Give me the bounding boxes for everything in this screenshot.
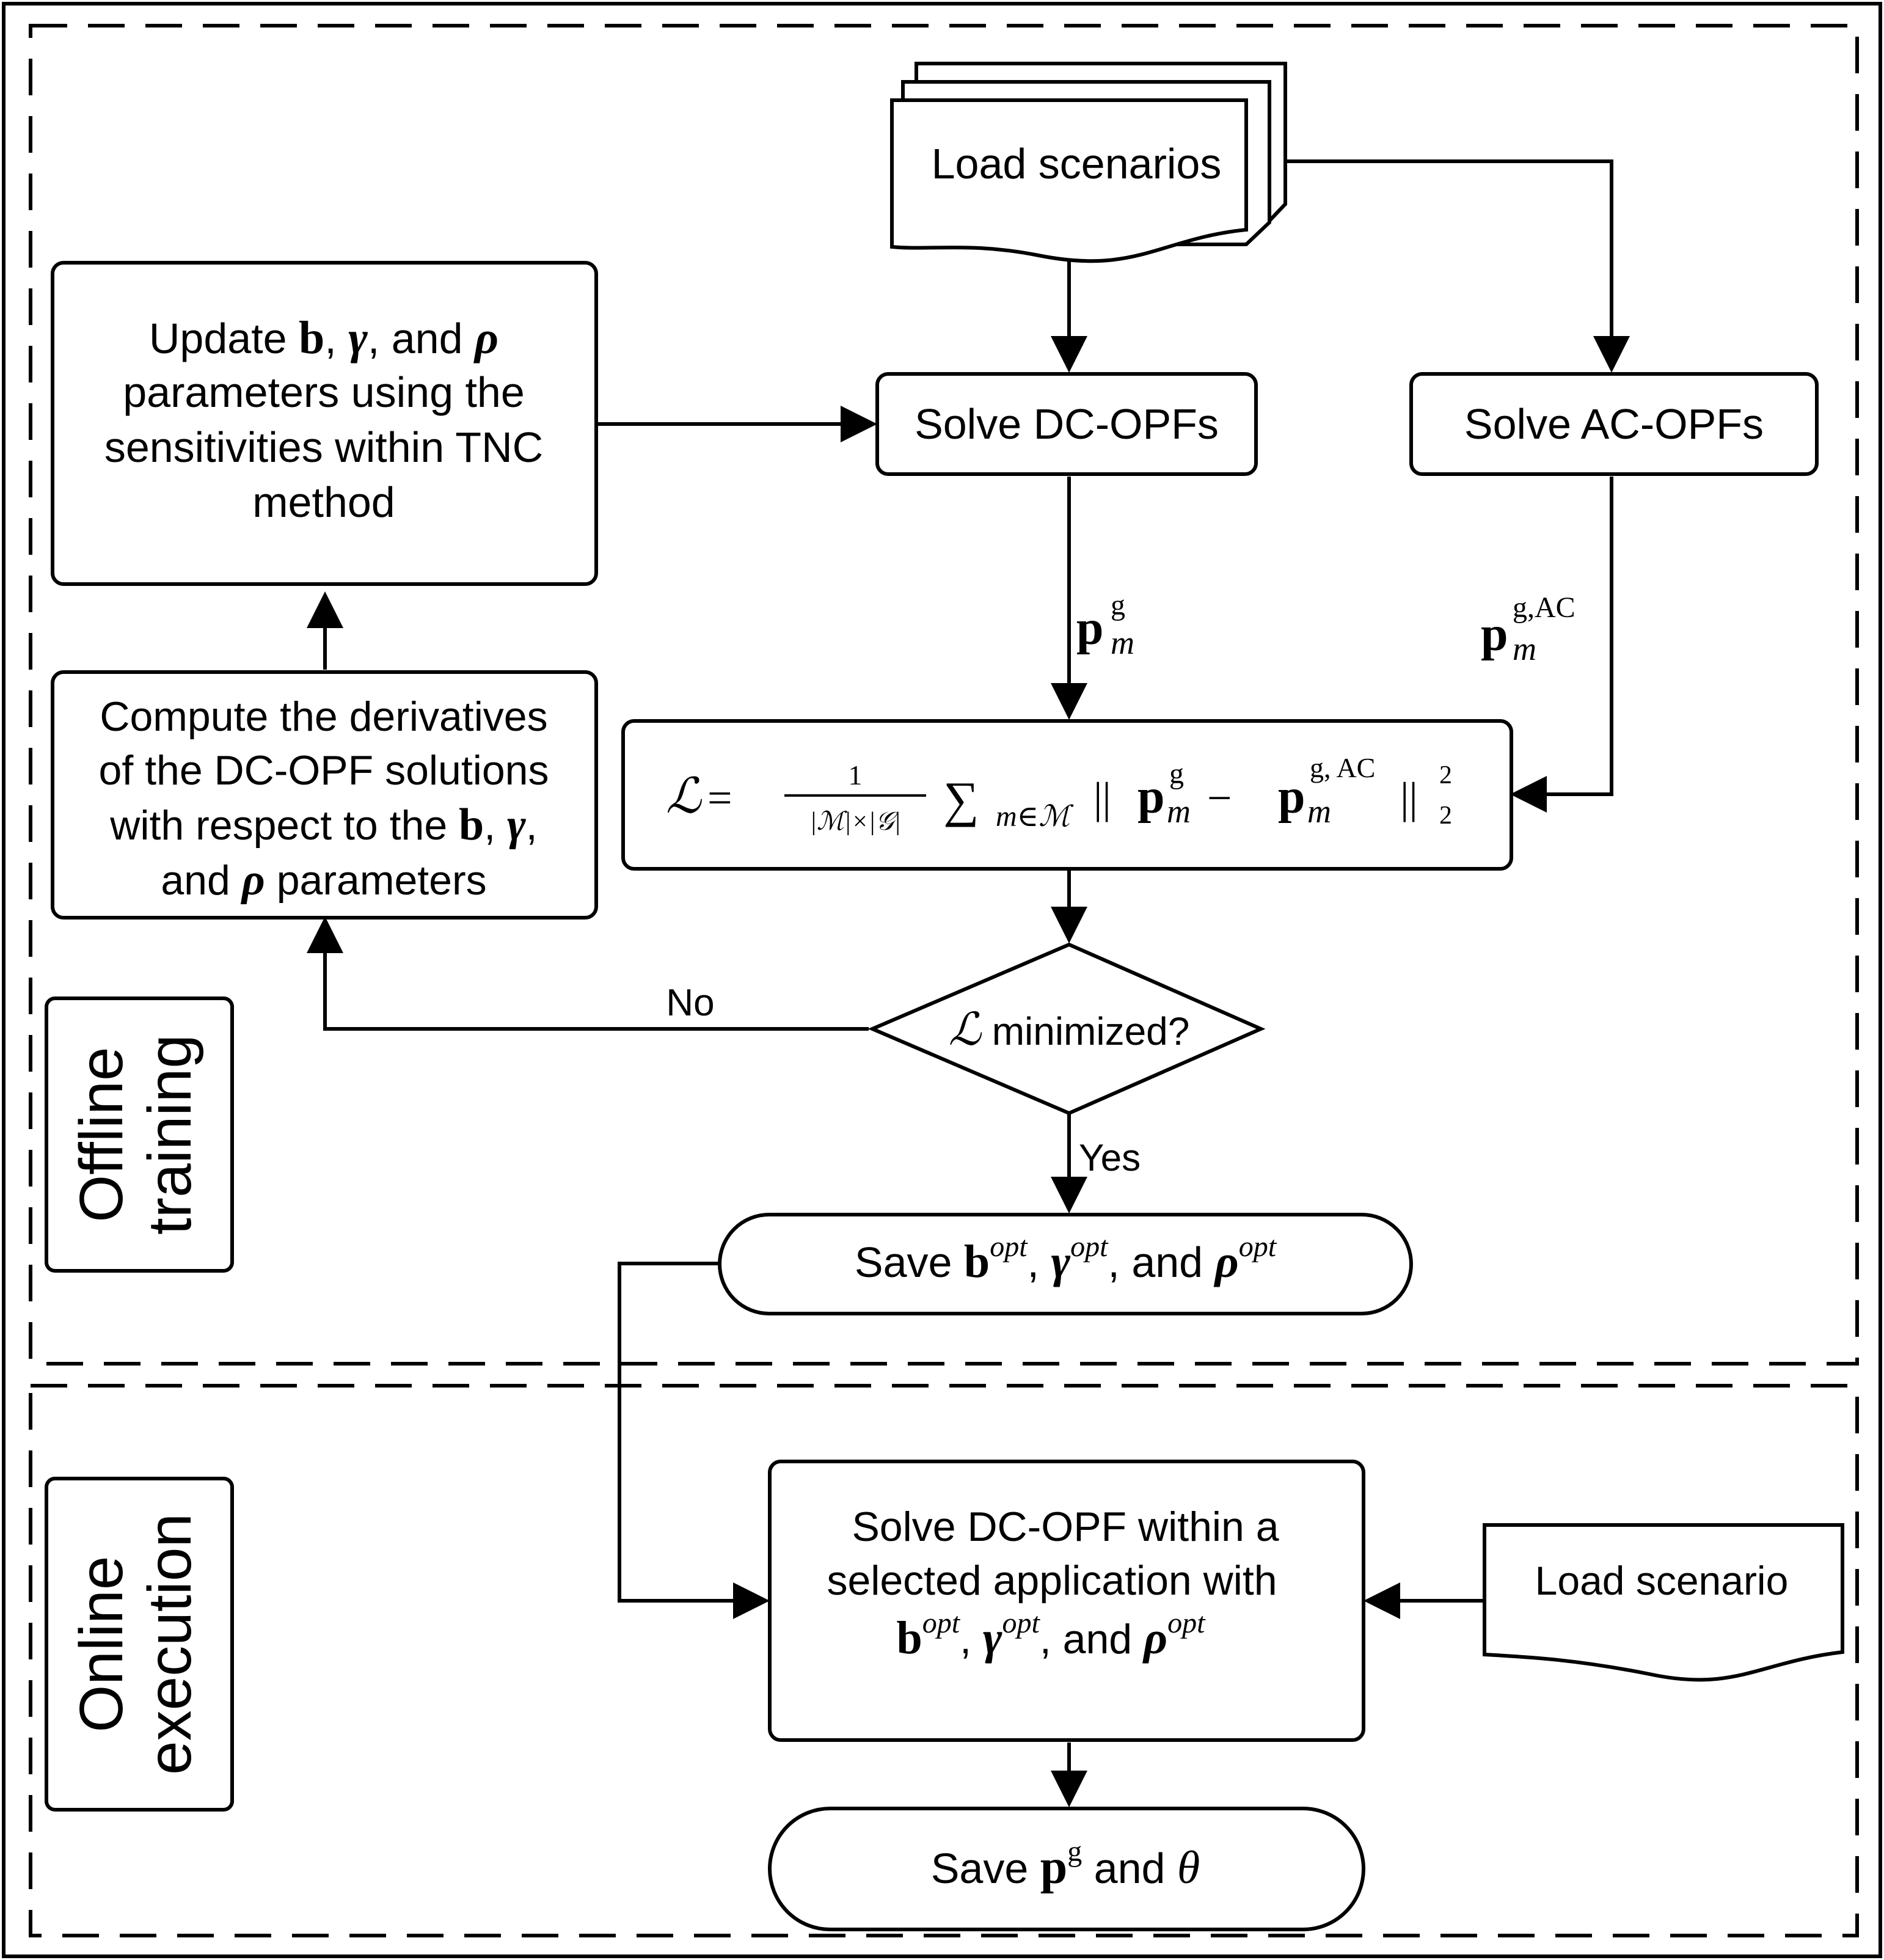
solve-ac-opfs-label: Solve AC-OPFs	[1464, 400, 1764, 448]
edge-label-no: No	[666, 982, 714, 1024]
edge-label-yes: Yes	[1079, 1137, 1141, 1179]
loss-norm-sup: 2	[1439, 761, 1452, 789]
svg-text:m: m	[1111, 624, 1134, 661]
loss-sum-index: m∈ℳ	[996, 800, 1074, 833]
online-label-line2: execution	[136, 1513, 204, 1775]
loss-norm-close: ||	[1400, 773, 1418, 822]
loss-equals: =	[707, 773, 732, 822]
compute-derivatives-box	[51, 670, 598, 920]
loss-function-box	[621, 719, 1513, 871]
solve-online-line2: selected application with	[827, 1557, 1277, 1604]
dc-output-label: p g m	[1076, 589, 1134, 661]
loss-p-ac-sup: g, AC	[1310, 752, 1375, 783]
ac-output-label: p g,AC m	[1481, 591, 1575, 667]
svg-text:p: p	[1076, 601, 1104, 655]
offline-label: Offline training	[67, 1034, 204, 1235]
update-params-line4: method	[252, 478, 395, 526]
loss-sum: ∑	[943, 772, 979, 827]
load-scenario-node: Load scenario	[1483, 1523, 1844, 1682]
solve-dc-opfs-label: Solve DC-OPFs	[915, 400, 1219, 448]
load-scenarios-label: Load scenarios	[932, 140, 1222, 188]
svg-text:p: p	[1481, 607, 1508, 661]
update-params-box	[51, 261, 598, 586]
online-label: Online execution	[67, 1513, 204, 1775]
save-results-terminal	[768, 1807, 1365, 1931]
save-params-terminal	[718, 1213, 1413, 1315]
offline-label-line1: Offline	[67, 1047, 136, 1222]
offline-region	[29, 24, 1859, 1366]
loss-frac-denominator: |ℳ|×|𝒢|	[809, 808, 900, 836]
edge-load-to-ac	[1285, 159, 1630, 373]
load-scenario-label: Load scenario	[1535, 1558, 1789, 1603]
offline-label-line2: training	[136, 1034, 204, 1235]
compute-derivatives-line2: of the DC-OPF solutions	[99, 747, 549, 794]
loss-frac-numerator: 1	[849, 759, 863, 791]
decision-label: ℒ minimized?	[949, 1005, 1190, 1055]
loss-p-dc-sub: m	[1167, 793, 1191, 830]
loss-p-dc-sup: g	[1169, 758, 1184, 790]
loss-p-ac: p	[1278, 770, 1305, 824]
svg-text:g: g	[1111, 589, 1125, 621]
edge-decision-no	[307, 916, 869, 1031]
online-region	[29, 1384, 1859, 1937]
update-params-line1: Update b, γ, and ρ	[149, 312, 498, 364]
online-label-line1: Online	[67, 1556, 136, 1732]
loss-symbol: ℒ	[666, 770, 702, 824]
svg-text:m: m	[1513, 631, 1536, 667]
save-results-label: Save pg and θ	[931, 1835, 1200, 1894]
edge-ac-to-loss	[1510, 477, 1613, 813]
solve-dc-opfs-box	[875, 372, 1258, 476]
compute-derivatives-line3: with respect to the b, γ,	[109, 800, 537, 850]
compute-derivatives-line1: Compute the derivatives	[100, 693, 547, 740]
loss-minus: −	[1207, 773, 1232, 822]
update-params-line3: sensitivities within TNC	[104, 423, 543, 471]
solve-online-line1: Solve DC-OPF within a	[852, 1504, 1279, 1550]
decision-diamond	[867, 942, 1266, 1116]
online-label-box	[45, 1477, 234, 1812]
loss-norm-sub: 2	[1439, 802, 1452, 830]
load-scenarios-node: Load scenarios	[890, 62, 1287, 263]
loss-p-dc: p	[1137, 770, 1165, 824]
loss-norm-open: ||	[1094, 773, 1111, 822]
save-params-label: Save bopt, γopt, and ρopt	[855, 1230, 1277, 1287]
loss-formula: ℒ = 1 |ℳ|×|𝒢| ∑ m∈ℳ || p g m − p g, AC m…	[666, 752, 1452, 836]
loss-p-ac-sub: m	[1307, 793, 1331, 830]
solve-ac-opfs-box	[1409, 372, 1819, 476]
edge-save-to-online	[618, 1262, 770, 1619]
svg-text:g,AC: g,AC	[1513, 591, 1575, 624]
update-params-line2: parameters using the	[123, 368, 525, 416]
solve-online-line3: bopt, γopt, and ρopt	[896, 1607, 1206, 1664]
solve-online-box	[768, 1460, 1365, 1742]
offline-label-box	[45, 996, 234, 1273]
compute-derivatives-line4: and ρ parameters	[161, 855, 486, 905]
